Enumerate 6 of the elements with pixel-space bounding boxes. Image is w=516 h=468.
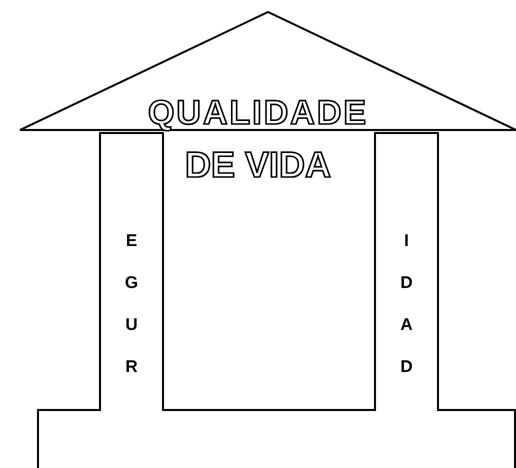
vertical-letters: E G U R xyxy=(124,230,140,378)
subtitle-word-art: DE VIDA xyxy=(184,144,332,186)
pillar-column xyxy=(374,132,439,411)
pillar-column xyxy=(99,132,164,411)
vertical-letters: I D A D xyxy=(399,230,414,378)
title-word-art: QUALIDADE xyxy=(146,94,370,133)
